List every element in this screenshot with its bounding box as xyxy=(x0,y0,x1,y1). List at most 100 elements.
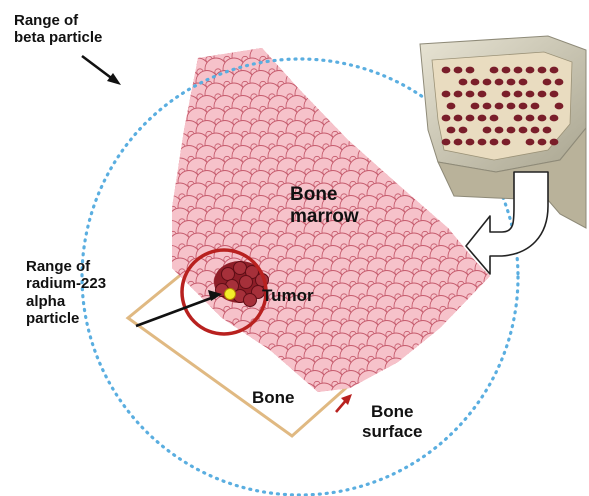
marrow-cell xyxy=(394,371,416,393)
marrow-cell xyxy=(493,258,515,280)
bone-illustration-cell xyxy=(454,139,463,146)
marrow-cell xyxy=(160,371,182,393)
marrow-cell xyxy=(160,96,182,118)
marrow-cell xyxy=(151,183,173,205)
marrow-cell xyxy=(151,258,173,280)
marrow-cell xyxy=(358,121,380,143)
marrow-cell xyxy=(304,46,326,68)
marrow-cell xyxy=(169,58,191,80)
marrow-cell xyxy=(466,296,488,318)
marrow-cell xyxy=(340,71,362,93)
marrow-cell xyxy=(196,346,218,368)
bone-illustration-cell xyxy=(447,79,456,86)
marrow-cell xyxy=(259,358,281,380)
bone-illustration-cell xyxy=(442,115,451,122)
marrow-cell xyxy=(439,383,461,405)
bone-illustration-cell xyxy=(550,67,559,74)
marrow-cell xyxy=(187,333,209,355)
marrow-cell xyxy=(484,346,506,368)
marrow-cell xyxy=(358,96,380,118)
bone-illustration-cell xyxy=(543,79,552,86)
marrow-cell xyxy=(187,33,209,55)
beta-callout-arrow xyxy=(82,56,114,80)
bone-marrow-label-line1: Bone xyxy=(290,184,359,206)
bone-illustration-cell xyxy=(466,67,475,74)
bone-illustration-cell xyxy=(490,139,499,146)
alpha-range-label-line3: alpha xyxy=(26,293,106,310)
bone-illustration-cell xyxy=(490,91,499,98)
marrow-cell xyxy=(484,396,506,418)
marrow-cell xyxy=(421,383,443,405)
marrow-cell xyxy=(385,108,407,130)
marrow-cell xyxy=(178,396,200,418)
bone-illustration-cell xyxy=(454,67,463,74)
marrow-cell xyxy=(448,396,470,418)
bone-illustration-cell xyxy=(526,139,535,146)
bone-illustration-cell xyxy=(502,91,511,98)
marrow-cell xyxy=(151,158,173,180)
marrow-cell xyxy=(448,321,470,343)
marrow-cell xyxy=(484,296,506,318)
bone-illustration-cell xyxy=(459,127,468,134)
bone-illustration-cell xyxy=(483,103,492,110)
bone-label: Bone xyxy=(252,388,295,408)
marrow-cell xyxy=(421,183,443,205)
bone-illustration-cell xyxy=(519,79,528,86)
tumor-cell xyxy=(240,276,253,289)
marrow-cell xyxy=(151,358,173,380)
tumor-highlight-dot xyxy=(225,289,236,300)
marrow-cell xyxy=(367,83,389,105)
bone-illustration-cell xyxy=(550,115,559,122)
bone-surface-label-line1: Bone xyxy=(362,402,422,422)
bone-illustration-cell xyxy=(466,139,475,146)
bone-illustration-cell xyxy=(514,67,523,74)
bone-illustration-cell xyxy=(466,91,475,98)
marrow-cell xyxy=(376,371,398,393)
bone-illustration-cell xyxy=(519,127,528,134)
marrow-cell xyxy=(502,346,524,368)
bone-illustration-cell xyxy=(454,115,463,122)
marrow-cell xyxy=(151,283,173,305)
bone-illustration-cell xyxy=(502,139,511,146)
marrow-cell xyxy=(412,146,434,168)
bone-illustration-cell xyxy=(490,67,499,74)
marrow-cell xyxy=(295,58,317,80)
marrow-cell xyxy=(421,333,443,355)
bone-illustration-cell xyxy=(550,91,559,98)
marrow-cell xyxy=(322,71,344,93)
marrow-cell xyxy=(466,346,488,368)
alpha-range-label-line2: radium-223 xyxy=(26,275,106,292)
bone-illustration-cell xyxy=(471,79,480,86)
marrow-cell xyxy=(214,396,236,418)
marrow-cell xyxy=(466,371,488,393)
marrow-cell xyxy=(403,158,425,180)
tumor-cell xyxy=(244,294,257,307)
bone-illustration-cell xyxy=(526,91,535,98)
marrow-cell xyxy=(403,108,425,130)
marrow-cell xyxy=(394,121,416,143)
marrow-cell xyxy=(250,346,272,368)
marrow-cell xyxy=(169,33,191,55)
alpha-range-label-line1: Range of xyxy=(26,258,106,275)
bone-illustration-cell xyxy=(507,127,516,134)
marrow-cell xyxy=(484,321,506,343)
bone-illustration-cell xyxy=(538,115,547,122)
marrow-cell xyxy=(277,33,299,55)
marrow-cell xyxy=(322,96,344,118)
marrow-cell xyxy=(502,371,524,393)
marrow-cell xyxy=(376,121,398,143)
marrow-cell xyxy=(295,33,317,55)
marrow-cell xyxy=(322,46,344,68)
marrow-cell xyxy=(502,321,524,343)
marrow-cell xyxy=(457,208,479,230)
marrow-cell xyxy=(385,133,407,155)
marrow-cell xyxy=(430,196,452,218)
marrow-cell xyxy=(466,321,488,343)
marrow-cell xyxy=(394,46,416,68)
marrow-cell xyxy=(304,71,326,93)
marrow-cell xyxy=(358,371,380,393)
bone-illustration-cell xyxy=(555,103,564,110)
marrow-cell xyxy=(205,333,227,355)
marrow-cell xyxy=(412,171,434,193)
bone-illustration-cell xyxy=(442,139,451,146)
